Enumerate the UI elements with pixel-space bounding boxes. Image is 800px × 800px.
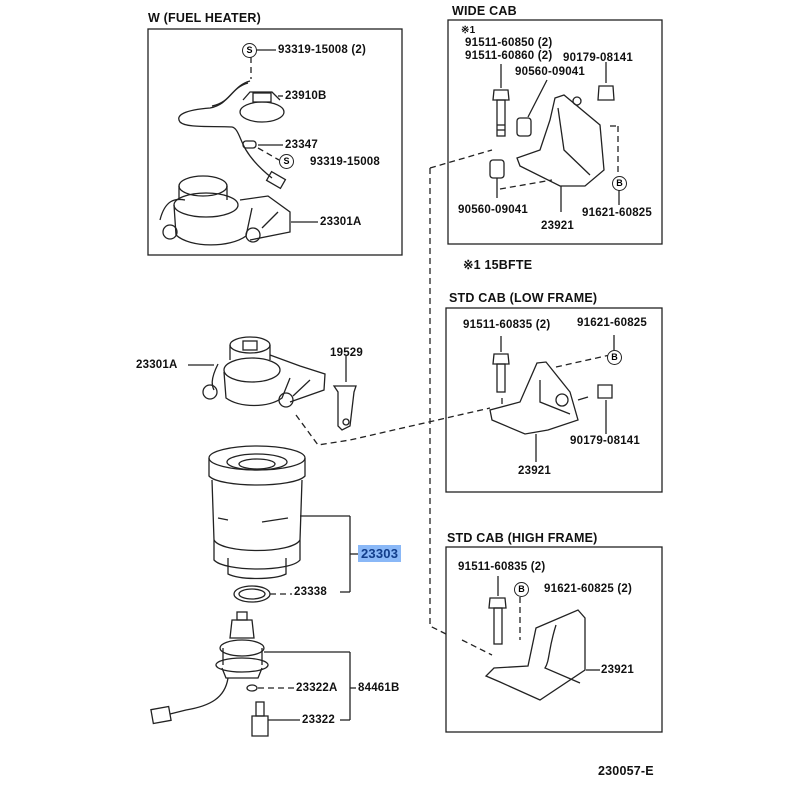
- part-label-23301a[interactable]: 23301A: [136, 359, 178, 371]
- screw-symbol-icon: S: [242, 43, 257, 58]
- part-label-23910b[interactable]: 23910B: [285, 90, 327, 102]
- note-reference-mark: ※1: [461, 25, 476, 36]
- connector-dashed-line: [461, 639, 493, 656]
- std-cab-high-title: STD CAB (HIGH FRAME): [447, 531, 598, 545]
- fuel-heater-title: W (FUEL HEATER): [148, 11, 261, 25]
- part-label-91621-60825-high[interactable]: 91621-60825 (2): [544, 583, 633, 595]
- part-label-91621-60825-low[interactable]: 91621-60825: [577, 317, 647, 329]
- part-label-23347[interactable]: 23347: [285, 139, 318, 151]
- part-label-91511-60850[interactable]: 91511-60850 (2): [465, 37, 553, 49]
- bolt-symbol-icon: B: [607, 350, 622, 365]
- part-label-91621-60825-wide[interactable]: 91621-60825: [582, 207, 652, 219]
- bolt-symbol-icon: B: [514, 582, 529, 597]
- std-cab-high-frame: [445, 546, 663, 733]
- connector-dashed-line: [429, 149, 493, 169]
- part-label-23921-wide[interactable]: 23921: [541, 220, 574, 232]
- part-label-84461b[interactable]: 84461B: [358, 682, 400, 694]
- wide-cab-frame: [447, 19, 663, 245]
- part-label-90179-08141-low[interactable]: 90179-08141: [570, 435, 640, 447]
- bolt-symbol-icon: B: [612, 176, 627, 191]
- part-label-23322[interactable]: 23322: [302, 714, 335, 726]
- main-assembly-drawing: [150, 336, 358, 737]
- fuel-heater-frame: [147, 28, 403, 256]
- std-cab-low-title: STD CAB (LOW FRAME): [449, 291, 598, 305]
- connector-dashed-line: [295, 407, 491, 446]
- wide-cab-drawing: [489, 62, 620, 212]
- std-cab-low-drawing: [489, 335, 615, 462]
- part-label-91511-60835-low[interactable]: 91511-60835 (2): [463, 319, 551, 331]
- engine-note: ※1 15BFTE: [463, 258, 533, 272]
- part-label-90560-09041-top[interactable]: 90560-09041: [515, 66, 585, 78]
- wide-cab-title: WIDE CAB: [452, 4, 517, 18]
- part-label-23921-low[interactable]: 23921: [518, 465, 551, 477]
- part-label-23301a-inset[interactable]: 23301A: [320, 216, 362, 228]
- part-label-23921-high[interactable]: 23921: [601, 664, 634, 676]
- part-label-23338[interactable]: 23338: [294, 586, 327, 598]
- connector-dashed-line: [429, 168, 447, 635]
- part-label-90179-08141[interactable]: 90179-08141: [563, 52, 633, 64]
- part-label-23322a[interactable]: 23322A: [296, 682, 338, 694]
- part-label-93319-15008-2[interactable]: 93319-15008 (2): [278, 44, 367, 56]
- part-label-91511-60860[interactable]: 91511-60860 (2): [465, 50, 553, 62]
- part-label-93319-15008[interactable]: 93319-15008: [310, 156, 380, 168]
- part-label-19529[interactable]: 19529: [330, 347, 363, 359]
- std-cab-high-drawing: [484, 576, 600, 701]
- part-label-90560-09041-bottom[interactable]: 90560-09041: [458, 204, 528, 216]
- screw-symbol-icon: S: [279, 154, 294, 169]
- part-label-23303-highlighted[interactable]: 23303: [358, 545, 402, 562]
- std-cab-low-frame: [445, 307, 663, 493]
- part-label-91511-60835-high[interactable]: 91511-60835 (2): [458, 561, 546, 573]
- diagram-id: 230057-E: [598, 764, 654, 778]
- fuel-heater-drawing: [159, 49, 318, 246]
